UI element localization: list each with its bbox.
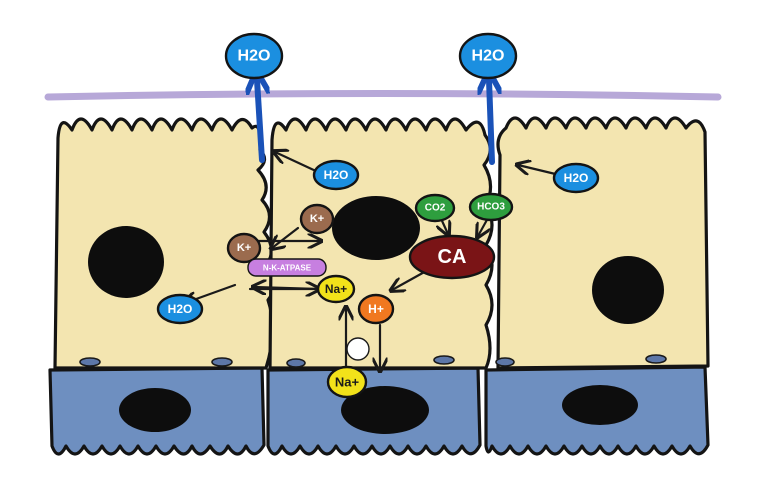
h-ion: H+ xyxy=(357,293,395,325)
epithelial-cell-right xyxy=(496,116,710,370)
co2-molecule: CO2 xyxy=(414,193,456,223)
lumen-membrane xyxy=(44,90,722,101)
k-ion-left: K+ xyxy=(226,232,262,264)
h2o-bubble-left: H2O xyxy=(156,293,204,325)
epithelial-nucleus xyxy=(592,256,664,324)
basal-nucleus xyxy=(562,385,638,425)
h2o-label: H2O xyxy=(238,48,271,65)
h2o-bubble-center: H2O xyxy=(312,159,360,191)
na-label: Na+ xyxy=(335,375,360,390)
h2o-label: H2O xyxy=(564,171,589,185)
atpase-label: N-K-ATPASE xyxy=(263,264,312,273)
hco3-ion: HCO3 xyxy=(468,192,514,222)
basal-nucleus xyxy=(341,386,429,434)
h2o-bubble-right: H2O xyxy=(552,162,600,194)
na-ion-upper: Na+ xyxy=(316,274,356,304)
epithelial-nucleus xyxy=(88,226,164,298)
h2o-bubble-top-right: H2O xyxy=(458,32,518,80)
h-label: H+ xyxy=(368,302,384,316)
epithelial-nucleus xyxy=(332,196,420,260)
junction-tufts xyxy=(79,354,667,368)
h2o-label: H2O xyxy=(472,48,505,65)
ca-label: CA xyxy=(438,246,467,268)
h2o-label: H2O xyxy=(324,168,349,182)
water-exit-arrow-left xyxy=(257,80,262,163)
basal-cell-left xyxy=(48,366,266,456)
h2o-bubble-top-left: H2O xyxy=(224,32,284,80)
k-label: K+ xyxy=(310,213,324,225)
na-k-atpase-pump: N-K-ATPASE xyxy=(247,258,327,277)
basal-nucleus xyxy=(119,388,191,432)
basal-cell-middle xyxy=(266,366,482,456)
hco3-label: HCO3 xyxy=(477,202,505,213)
k-label: K+ xyxy=(237,242,251,254)
na-label: Na+ xyxy=(325,282,347,296)
epithelial-cell-left xyxy=(53,117,276,370)
h2o-label: H2O xyxy=(168,302,193,316)
water-exit-arrow-right xyxy=(489,80,492,165)
basal-cell-right xyxy=(484,365,710,456)
carbonic-anhydrase: CA xyxy=(408,234,496,280)
co2-label: CO2 xyxy=(425,203,446,214)
na-ion-lower: Na+ xyxy=(326,365,368,399)
k-ion-upper: K+ xyxy=(299,203,335,235)
